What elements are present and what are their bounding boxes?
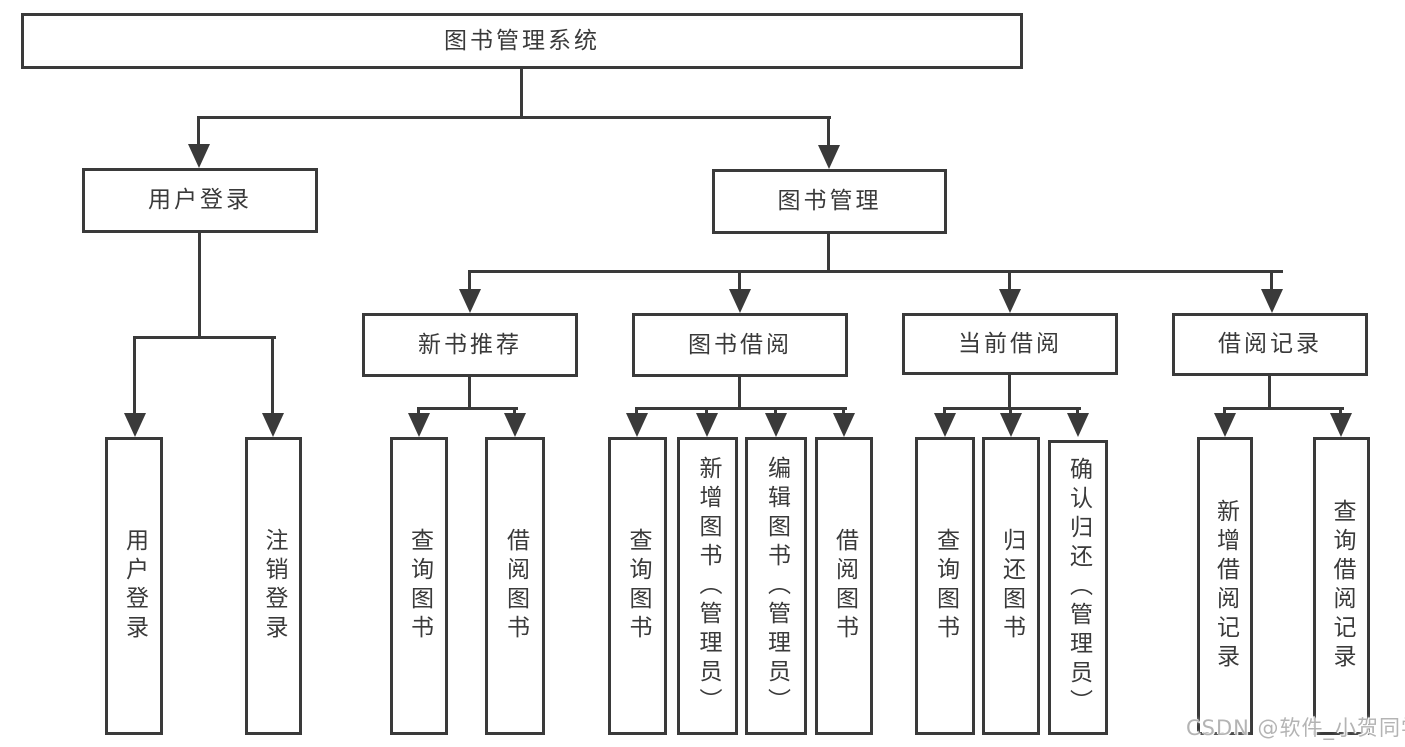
arrowhead-down-icon [1330, 413, 1352, 437]
connector-line [774, 407, 777, 417]
connector-line [271, 336, 274, 417]
connector-line [1008, 375, 1011, 410]
arrowhead-down-icon [934, 413, 956, 437]
connector-line [827, 116, 830, 149]
connector-line [943, 407, 946, 417]
arrowhead-down-icon [188, 144, 210, 168]
node-book-management: 图书管理 [712, 169, 947, 234]
node-root: 图书管理系统 [21, 13, 1023, 69]
arrowhead-down-icon [504, 413, 526, 437]
connector-line [133, 336, 136, 417]
node-confirm-return-admin: 确认归还（管理员） [1048, 440, 1108, 735]
arrowhead-down-icon [124, 413, 146, 437]
connector-line [520, 69, 523, 118]
node-user-login-leaf: 用户登录 [105, 437, 163, 735]
node-current-borrow: 当前借阅 [902, 313, 1118, 375]
csdn-watermark: CSDN @软件_小贺同学 [1186, 716, 1405, 740]
arrowhead-down-icon [833, 413, 855, 437]
connector-line [417, 407, 518, 410]
node-logout-login: 注销登录 [245, 437, 302, 735]
connector-line [1270, 270, 1273, 293]
arrowhead-down-icon [408, 413, 430, 437]
arrowhead-down-icon [818, 145, 840, 169]
arrowhead-down-icon [1000, 413, 1022, 437]
connector-line [513, 407, 516, 417]
connector-line [468, 377, 471, 410]
connector-line [705, 407, 708, 417]
node-query-books-recommend: 查询图书 [390, 437, 448, 735]
connector-line [468, 270, 471, 293]
node-book-borrow: 图书借阅 [632, 313, 848, 377]
node-borrow-books-recommend: 借阅图书 [485, 437, 545, 735]
connector-line [1339, 407, 1342, 417]
connector-line [635, 407, 847, 410]
arrowhead-down-icon [1214, 413, 1236, 437]
node-add-borrow-record: 新增借阅记录 [1197, 437, 1253, 735]
connector-line [1008, 270, 1011, 293]
connector-line [1223, 407, 1344, 410]
arrowhead-down-icon [765, 413, 787, 437]
arrowhead-down-icon [999, 289, 1021, 313]
node-edit-books-admin: 编辑图书（管理员） [745, 437, 807, 735]
connector-line [417, 407, 420, 417]
node-query-books-borrow: 查询图书 [608, 437, 667, 735]
node-borrow-books-leaf: 借阅图书 [815, 437, 873, 735]
arrowhead-down-icon [459, 289, 481, 313]
connector-line [635, 407, 638, 417]
node-new-book-recommend: 新书推荐 [362, 313, 578, 377]
connector-line [738, 270, 741, 293]
arrowhead-down-icon [696, 413, 718, 437]
connector-line [943, 407, 1081, 410]
node-add-books-admin: 新增图书（管理员） [677, 437, 738, 735]
node-query-borrow-record: 查询借阅记录 [1313, 437, 1370, 735]
connector-line [133, 336, 276, 339]
connector-line [738, 377, 741, 410]
arrowhead-down-icon [1067, 413, 1089, 437]
connector-line [1009, 407, 1012, 417]
node-borrow-records: 借阅记录 [1172, 313, 1368, 376]
connector-line [197, 116, 200, 148]
connector-line [198, 233, 201, 339]
arrowhead-down-icon [262, 413, 284, 437]
arrowhead-down-icon [1261, 289, 1283, 313]
node-user-login: 用户登录 [82, 168, 318, 233]
connector-line [842, 407, 845, 417]
connector-line [1268, 376, 1271, 410]
connector-line [468, 270, 1283, 273]
node-query-books-current: 查询图书 [915, 437, 975, 735]
arrowhead-down-icon [729, 289, 751, 313]
connector-line [1076, 407, 1079, 417]
arrowhead-down-icon [626, 413, 648, 437]
node-return-books: 归还图书 [982, 437, 1040, 735]
connector-line [197, 116, 831, 119]
connector-line [1223, 407, 1226, 417]
connector-line [827, 234, 830, 273]
